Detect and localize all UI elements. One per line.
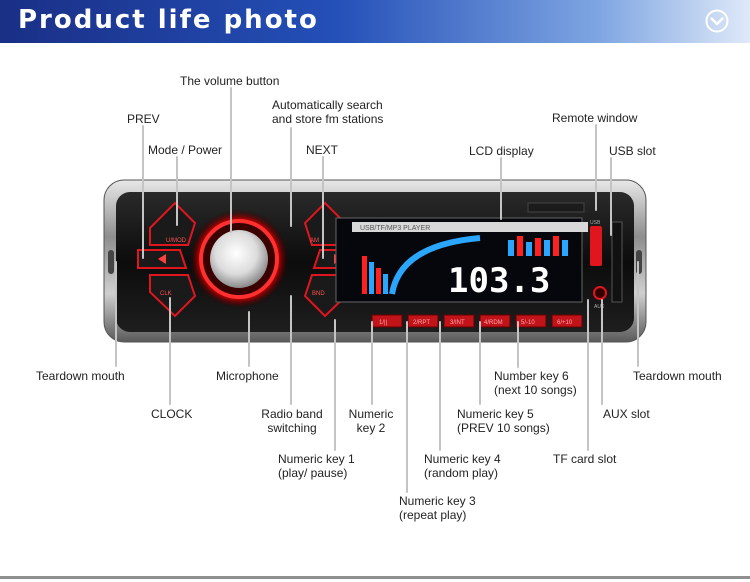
label-numeric-key4-1: Numeric key 4 [424,452,501,466]
number-key-5[interactable] [515,314,547,328]
number-key-5-label: 5/-10 [521,320,535,326]
label-usb-slot: USB slot [609,144,656,158]
label-teardown-right: Teardown mouth [633,369,722,383]
usb-slot[interactable] [590,226,602,266]
label-tf-card-slot: TF card slot [553,452,617,466]
label-numeric-key3-1: Numeric key 3 [399,494,476,508]
volume-knob[interactable] [210,230,268,288]
am-label: AM [310,238,319,244]
bottom-divider [0,576,750,579]
label-numeric-key5-2: (PREV 10 songs) [457,421,550,435]
teardown-mouth-left [108,250,114,274]
number-key-6[interactable] [551,314,583,328]
number-key-4-label: 4/RDM [484,320,503,326]
label-numeric-key4-2: (random play) [424,466,499,480]
label-radio-band-1: Radio band [261,407,323,421]
label-numeric-key1-1: Numeric key 1 [278,452,355,466]
number-keys: 1/|| 2/RPT 3/INT 4/RDM 5/-10 6/+10 [371,314,583,328]
label-auto-search-2: and store fm stations [272,112,384,126]
label-mode-power: Mode / Power [148,143,223,157]
label-number-key6-2: (next 10 songs) [494,383,577,397]
label-volume-button: The volume button [180,74,280,88]
label-radio-band-2: switching [267,421,317,435]
mode-power-button[interactable] [149,201,197,246]
clock-button[interactable] [149,274,197,318]
number-key-2-label: 2/RPT [413,320,430,326]
label-clock: CLOCK [151,407,193,421]
lcd-spectrum-left [362,256,388,294]
lcd-header-bar [352,222,588,232]
label-microphone: Microphone [216,369,279,383]
label-numeric-key3-2: (repeat play) [399,508,467,522]
aux-label: AUX [594,304,605,310]
number-key-6-label: 6/+10 [557,320,573,326]
mode-label: U/MOD [166,238,187,244]
bnd-label: BND [312,291,325,297]
label-prev: PREV [127,112,160,126]
label-numeric-key1-2: (play/ pause) [278,466,348,480]
lcd-frequency: 103.3 [448,261,550,301]
lcd-arc [389,235,481,295]
page-title: Product life photo [18,5,319,35]
number-key-1-label: 1/|| [379,320,388,326]
label-numeric-key2-1: Numeric [348,407,394,421]
aux-slot[interactable] [593,286,607,300]
lcd-spectrum-right [508,236,568,256]
label-auto-search-1: Automatically search [272,98,383,112]
usb-label: USB [590,220,601,226]
clk-label: CLK [160,291,172,297]
label-numeric-key5-1: Numeric key 5 [457,407,534,421]
number-key-3[interactable] [443,314,475,328]
number-key-3-label: 3/INT [450,320,465,326]
label-numeric-key2-2: key 2 [356,421,386,435]
remote-window [527,202,585,213]
tf-card-slot[interactable] [611,221,623,303]
number-key-2[interactable] [407,314,439,328]
header-banner: Product life photo [0,0,750,43]
label-number-key6-1: Number key 6 [494,369,569,383]
lcd-header-text: USB/TF/MP3 PLAYER [360,225,430,232]
label-aux-slot: AUX slot [603,407,650,421]
prev-arrow-icon [158,254,166,264]
left-button-cluster [137,201,197,318]
label-next: NEXT [306,143,339,157]
label-lcd-display: LCD display [469,144,534,158]
label-teardown-left: Teardown mouth [36,369,125,383]
label-remote-window: Remote window [552,111,638,125]
chevron-down-circle-icon[interactable] [705,9,729,33]
